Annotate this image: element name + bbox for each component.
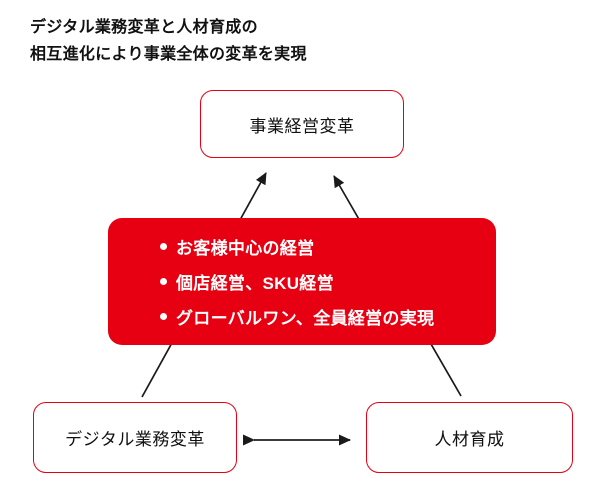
bullet-label: 個店経営、SKU経営	[176, 274, 334, 293]
bullet-label: お客様中心の経営	[176, 239, 315, 258]
bullet-dot-icon	[160, 243, 167, 250]
business-management-label: 事業経営変革	[249, 116, 355, 136]
digital-transformation-label: デジタル業務変革	[65, 430, 205, 449]
digital-transformation-box: デジタル業務変革	[33, 402, 237, 473]
bullet-dot-icon	[160, 313, 167, 320]
header-line-1: デジタル業務変革と人材育成の	[30, 19, 258, 36]
header-caption: デジタル業務変革と人材育成の 相互進化により事業全体の変革を実現	[30, 14, 307, 68]
list-item: お客様中心の経営	[160, 229, 434, 264]
principles-bullet-list: お客様中心の経営 個店経営、SKU経営 グローバルワン、全員経営の実現	[108, 229, 434, 334]
bullet-dot-icon	[160, 278, 167, 285]
hr-development-box: 人材育成	[366, 402, 573, 473]
list-item: 個店経営、SKU経営	[160, 264, 434, 299]
bullet-label: グローバルワン、全員経営の実現	[176, 309, 435, 328]
business-management-box: 事業経営変革	[200, 90, 404, 158]
list-item: グローバルワン、全員経営の実現	[160, 299, 434, 334]
management-principles-panel: お客様中心の経営 個店経営、SKU経営 グローバルワン、全員経営の実現	[108, 218, 496, 345]
hr-development-label: 人材育成	[434, 430, 505, 449]
header-line-2: 相互進化により事業全体の変革を実現	[30, 46, 307, 63]
